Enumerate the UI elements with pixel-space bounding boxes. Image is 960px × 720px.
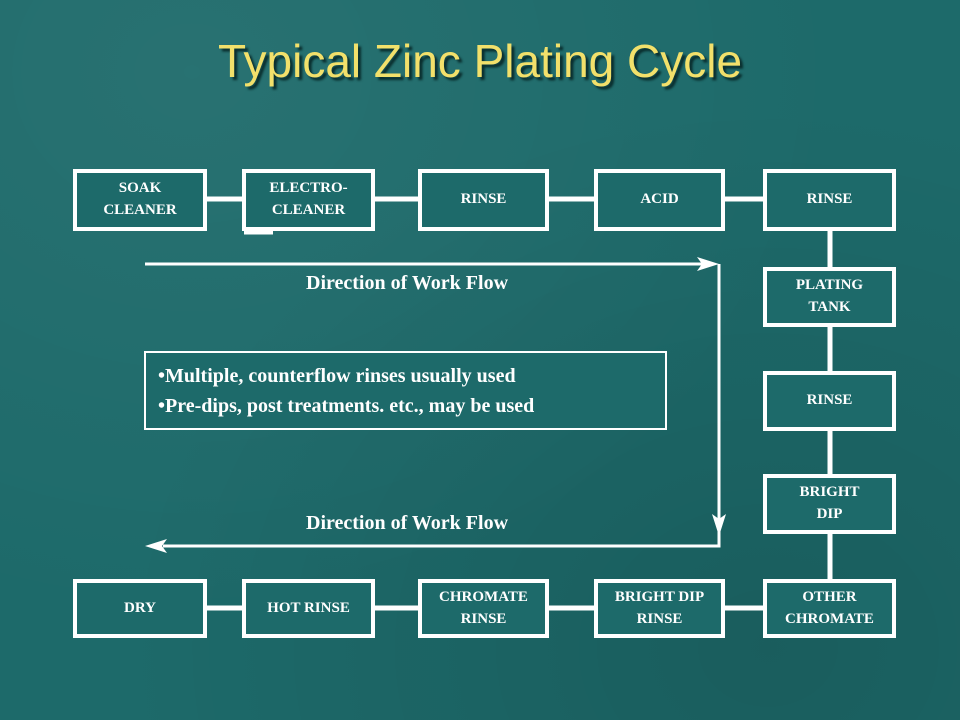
step-plating-tank: PLATING TANK: [763, 267, 896, 327]
note-item: •Multiple, counterflow rinses usually us…: [158, 365, 516, 387]
top-flow-label: Direction of Work Flow: [306, 272, 509, 294]
note-item: •Pre-dips, post treatments. etc., may be…: [158, 395, 535, 417]
step-bright-dip: BRIGHT DIP: [763, 474, 896, 534]
step-bright-dip-rinse: BRIGHT DIP RINSE: [594, 579, 725, 638]
top-flow-arrowhead: [697, 257, 719, 271]
step-other-chromate: OTHER CHROMATE: [763, 579, 896, 638]
slide-title: Typical Zinc Plating Cycle: [217, 35, 743, 87]
step-soak-cleaner: SOAK CLEANER: [73, 169, 207, 231]
step-electro-cleaner: ELECTRO- CLEANER: [242, 169, 375, 231]
step-dry: DRY: [73, 579, 207, 638]
down-flow-arrowhead: [712, 514, 726, 536]
left-flow-arrowhead: [145, 539, 167, 553]
notes-box: •Multiple, counterflow rinses usually us…: [144, 351, 667, 430]
step-chromate-rinse: CHROMATE RINSE: [418, 579, 549, 638]
step-rinse-1: RINSE: [418, 169, 549, 231]
bottom-flow-label: Direction of Work Flow: [306, 512, 509, 534]
step-hot-rinse: HOT RINSE: [242, 579, 375, 638]
step-rinse-3: RINSE: [763, 371, 896, 431]
step-acid: ACID: [594, 169, 725, 231]
step-rinse-2: RINSE: [763, 169, 896, 231]
